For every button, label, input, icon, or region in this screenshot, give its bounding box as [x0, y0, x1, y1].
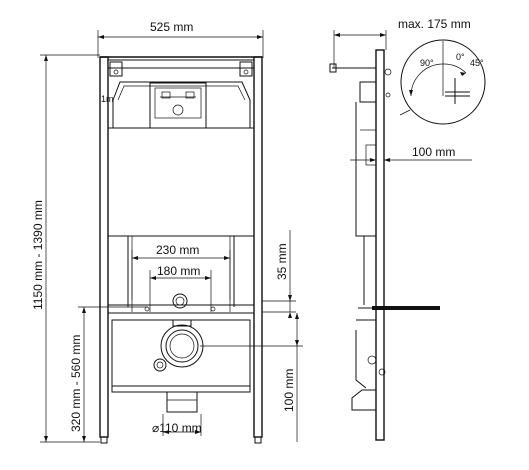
water-inlet — [172, 293, 188, 309]
dim-35-label: 35 mm — [275, 243, 289, 280]
pipe-diameter-label: ⌀110 mm — [152, 421, 202, 435]
side-marker: 1m — [101, 94, 114, 104]
mount-230-dimension — [131, 250, 231, 312]
height-label: 1150 mm - 1390 mm — [31, 200, 45, 310]
angle-detail — [399, 39, 486, 125]
mount-230-label: 230 mm — [156, 243, 199, 257]
angle-90-label: 90° — [420, 58, 434, 68]
cistern: 1m — [101, 81, 255, 237]
dim-100-lower-label: 100 mm — [282, 369, 296, 412]
bottom-range-label: 320 mm - 560 mm — [69, 335, 83, 432]
side-frame — [329, 49, 440, 441]
angle-45-label: 45° — [470, 58, 484, 68]
width-dimension — [97, 30, 264, 58]
mount-180-label: 180 mm — [157, 264, 200, 278]
dim-100-side-label: 100 mm — [412, 145, 455, 159]
angle-0-label: 0° — [456, 52, 465, 62]
width-label: 525 mm — [150, 20, 193, 34]
lower-frame — [107, 304, 255, 413]
height-dimension — [40, 54, 100, 443]
dim-100-lower — [200, 313, 303, 442]
dim-100-side — [350, 158, 472, 162]
max-depth-label: max. 175 mm — [398, 17, 471, 31]
bottom-range-dimension — [78, 306, 148, 442]
pipe-diameter-dimension — [162, 414, 202, 436]
max-depth-dimension — [333, 30, 387, 68]
frame — [99, 56, 263, 444]
dim-35 — [262, 230, 296, 318]
